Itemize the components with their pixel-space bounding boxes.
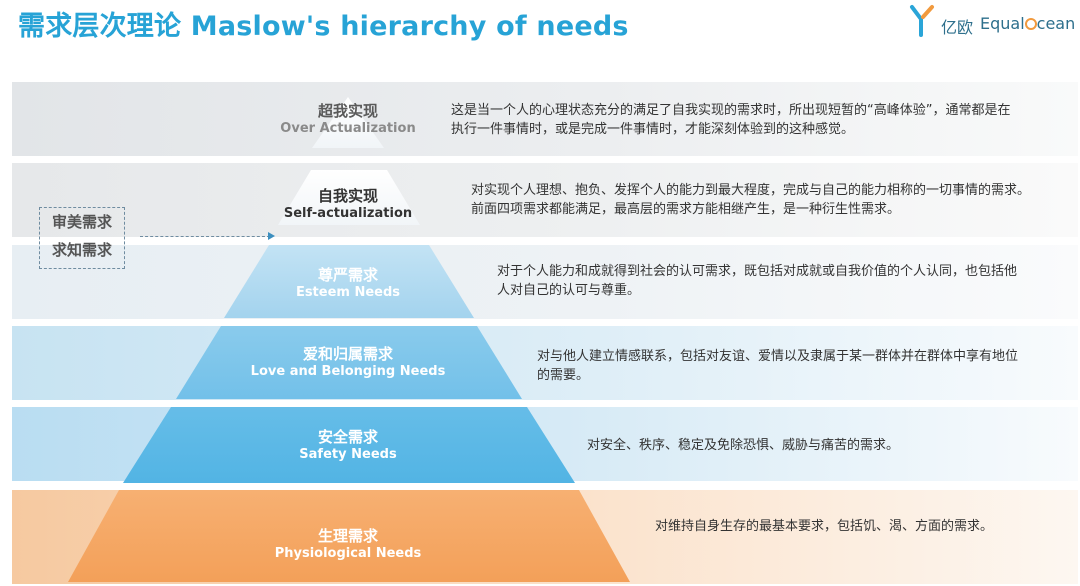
desc-self-actualization: 对实现个人理想、抱负、发挥个人的能力到最大程度，完成与自己的能力相称的一切事情的… [471, 183, 1031, 217]
logo-o-icon [1024, 18, 1037, 30]
logo-text-cn: 亿欧 [941, 18, 974, 37]
tier-label-esteem: 尊严需求 Esteem Needs [295, 266, 401, 300]
pyramid-tier-self-actualization [278, 170, 420, 225]
band-over-actualization [12, 82, 1078, 156]
tier-label-safety: 安全需求 Safety Needs [299, 428, 397, 462]
connector-line [140, 236, 270, 237]
tier-label-love-belonging: 爱和归属需求 Love and Belonging Needs [250, 345, 446, 379]
pyramid-tier-physiological [68, 490, 630, 582]
desc-physiological: 对维持自身生存的最基本要求，包括饥、渴、方面的需求。 [655, 519, 994, 534]
tier-label-physiological: 生理需求 Physiological Needs [274, 527, 422, 561]
tier-label-self-actualization: 自我实现 Self-actualization [283, 187, 413, 221]
desc-esteem: 对于个人能力和成就得到社会的认可需求，既包括对成就或自我价值的个人认同，也包括他… [497, 264, 1018, 298]
pyramid-tier-safety [123, 407, 575, 483]
band-self-actualization [12, 163, 1078, 237]
side-note-aesthetic: 审美需求 [51, 213, 112, 231]
desc-over-actualization: 这是当一个人的心理状态充分的满足了自我实现的需求时，所出现短暂的“高峰体验”，通… [451, 103, 1011, 137]
pyramid-tier-over-actualization [312, 97, 384, 148]
tier-label-over-actualization: 超我实现 Over Actualization [280, 102, 416, 136]
band-esteem [12, 245, 1078, 319]
desc-love-belonging: 对与他人建立情感联系，包括对友谊、爱情以及隶属于某一群体并在群体中享有地位 的需… [537, 349, 1019, 383]
logo-mark-icon [910, 5, 934, 37]
desc-safety: 对安全、秩序、稳定及免除恐惧、威胁与痛苦的需求。 [587, 438, 900, 453]
side-note-box: 审美需求 求知需求 [39, 207, 125, 269]
side-note-cognitive: 求知需求 [51, 241, 112, 259]
pyramid-tier-love-belonging [176, 326, 522, 399]
page-title: 需求层次理论 Maslow's hierarchy of needs [18, 11, 629, 42]
arrow-right-icon [268, 232, 275, 240]
pyramid-tier-esteem [224, 245, 474, 318]
